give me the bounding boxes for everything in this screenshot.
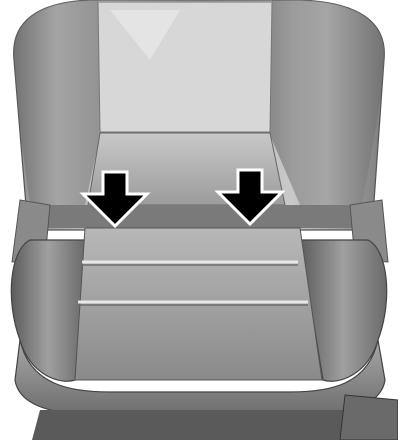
seat-cushion <box>75 228 322 380</box>
seat-base <box>32 410 366 440</box>
